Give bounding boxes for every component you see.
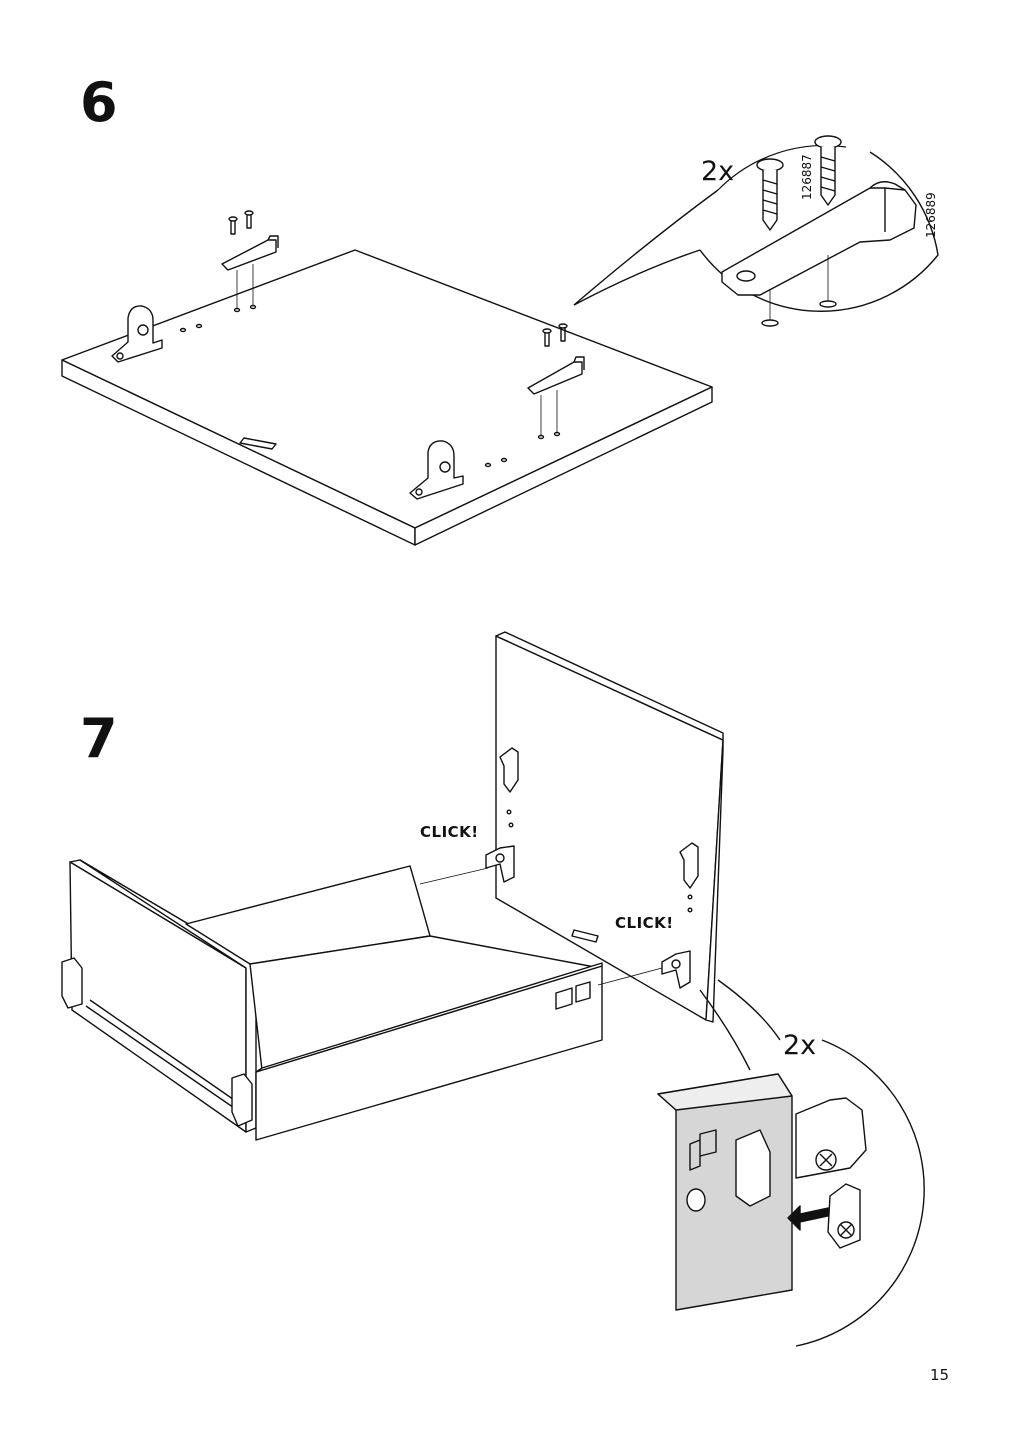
screw-icon xyxy=(558,323,568,342)
shelf-panel xyxy=(61,249,713,546)
step-6-number: 6 xyxy=(80,71,118,134)
screw-icon xyxy=(228,216,238,235)
detail-callout xyxy=(657,979,925,1347)
screw-icon xyxy=(542,328,552,347)
click-label-1: CLICK! xyxy=(420,823,479,841)
bracket-icon xyxy=(485,747,699,989)
drawer-front-panel xyxy=(495,631,724,1023)
bracket-icon xyxy=(111,305,163,363)
screw-icon xyxy=(814,135,842,206)
click-arrow-icon xyxy=(787,1205,829,1231)
click-label-2: CLICK! xyxy=(615,914,674,932)
bracket-icon xyxy=(221,235,279,271)
bracket-icon xyxy=(409,440,464,500)
page-number: 15 xyxy=(930,1366,950,1384)
step-7-quantity: 2x xyxy=(783,1030,817,1061)
drawer-box xyxy=(61,859,603,1141)
step-6-quantity: 2x xyxy=(701,156,735,187)
bracket-icon xyxy=(527,356,585,395)
screw-icon xyxy=(244,210,254,229)
screw-icon xyxy=(756,158,784,231)
detail-callout xyxy=(573,135,939,327)
step-7-number: 7 xyxy=(80,707,118,770)
step-6-illustration xyxy=(61,135,939,546)
